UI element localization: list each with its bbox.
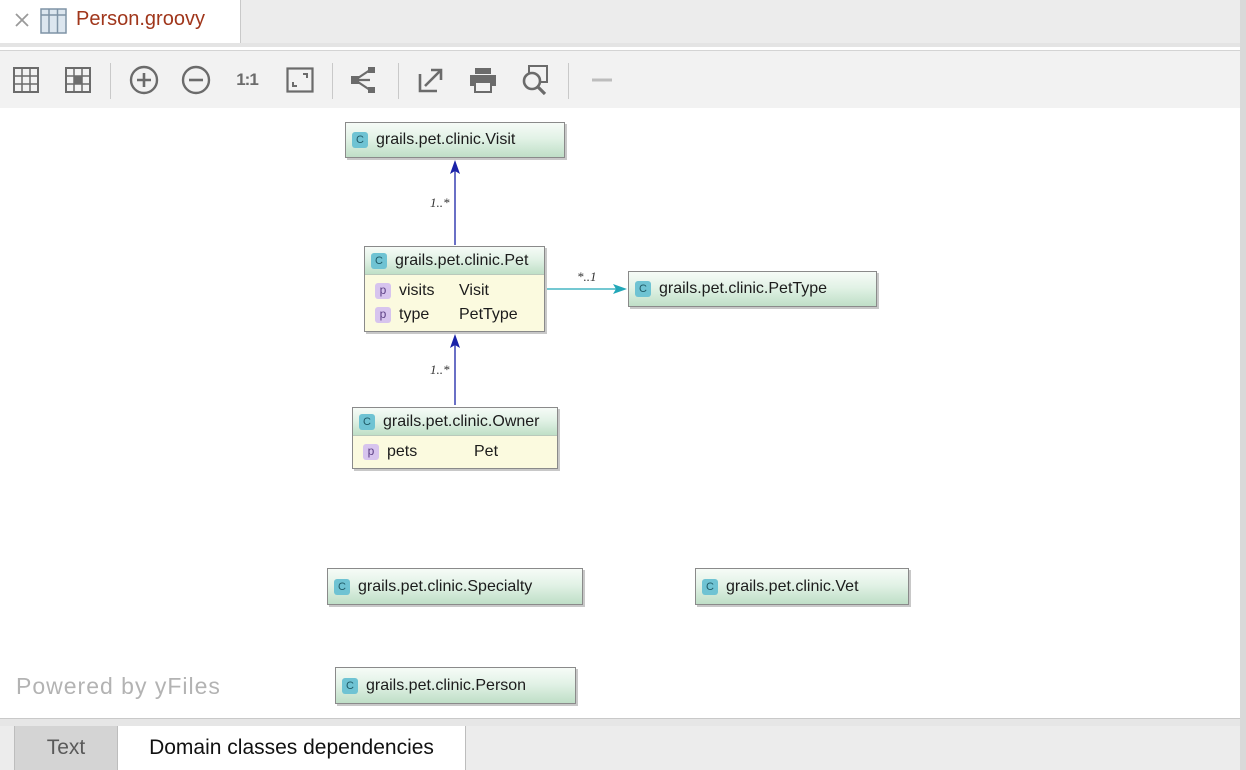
class-name: grails.pet.clinic.Specialty [358,577,533,595]
view-tabs: Text Domain classes dependencies [0,726,1240,770]
actual-size-label: 1:1 [236,70,259,89]
tab-domain-classes-dependencies[interactable]: Domain classes dependencies [118,726,466,770]
print-preview-button[interactable] [520,65,550,95]
collapse-button[interactable] [587,65,617,95]
class-node-pet[interactable]: C grails.pet.clinic.Pet p visits Visit p… [364,246,545,332]
class-node-pettype[interactable]: C grails.pet.clinic.PetType [628,271,877,307]
class-name: grails.pet.clinic.Pet [395,251,529,269]
export-button[interactable] [416,65,446,95]
bottom-divider [0,718,1240,726]
class-icon: C [334,578,350,595]
property-icon: p [363,444,379,460]
edge-owner-to-pet[interactable]: 1..* [430,334,460,405]
tab-text[interactable]: Text [14,726,118,770]
class-icon: C [702,578,718,595]
zoom-out-button[interactable] [181,65,211,95]
minus-icon [592,78,612,82]
multiplicity-label: 1..* [430,195,450,210]
property-name: type [399,306,430,323]
actual-size-button[interactable]: 1:1 [232,65,262,95]
class-name: grails.pet.clinic.Owner [383,412,540,430]
layout-button[interactable] [350,65,380,95]
class-node-header: C grails.pet.clinic.Person [336,668,575,703]
class-name: grails.pet.clinic.Visit [376,131,516,148]
window-edge [1240,0,1246,770]
toolbar-separator [332,63,333,99]
class-node-header: C grails.pet.clinic.Vet [696,569,908,604]
class-node-header: C grails.pet.clinic.Pet [365,247,544,275]
multiplicity-label: *..1 [577,269,597,284]
property-type: Visit [459,282,489,299]
property-name: visits [399,282,435,299]
class-node-header: C grails.pet.clinic.Specialty [328,569,582,604]
class-icon: C [371,252,387,269]
edge-pet-to-pettype[interactable]: *..1 [545,269,627,294]
class-node-header: C grails.pet.clinic.Visit [346,123,564,157]
close-icon[interactable] [12,10,32,30]
class-node-specialty[interactable]: C grails.pet.clinic.Specialty [327,568,583,605]
class-name: grails.pet.clinic.Person [366,676,527,694]
property-row-visits[interactable]: p visits Visit [365,279,544,303]
multiplicity-label: 1..* [430,362,450,377]
class-node-header: C grails.pet.clinic.PetType [629,272,876,306]
toolbar-separator [568,63,569,99]
class-icon: C [352,132,368,148]
snap-to-grid-button[interactable] [63,65,93,95]
property-icon: p [375,283,391,299]
class-node-vet[interactable]: C grails.pet.clinic.Vet [695,568,909,605]
editor-tab-person-groovy[interactable]: Person.groovy [0,0,241,43]
class-name: grails.pet.clinic.PetType [659,280,828,297]
print-preview-icon [522,65,548,95]
property-icon: p [375,307,391,323]
class-node-owner[interactable]: C grails.pet.clinic.Owner p pets Pet [352,407,558,469]
editor-tab-strip: Person.groovy [0,0,1240,44]
diagram-toolbar: 1:1 [0,50,1240,109]
edge-pet-to-visit[interactable]: 1..* [430,160,460,245]
export-icon [418,68,443,93]
class-icon: C [635,281,651,297]
property-type: Pet [474,443,499,460]
editor-tab-title: Person.groovy [76,8,205,30]
property-type: PetType [459,306,518,323]
table-file-icon [40,8,67,34]
class-node-header: C grails.pet.clinic.Owner [353,408,557,436]
fit-content-button[interactable] [285,65,315,95]
property-row-pets[interactable]: p pets Pet [353,440,557,464]
diagram-edges: 1..* *..1 1..* [430,160,627,405]
fit-content-icon [286,67,314,93]
print-icon [470,68,496,93]
zoom-in-icon [129,65,159,95]
diagram-canvas[interactable]: 1..* *..1 1..* C grails.pet.clinic.Visit… [0,108,1240,718]
yfiles-watermark: Powered by yFiles [16,673,221,699]
zoom-out-icon [181,65,211,95]
class-node-visit[interactable]: C grails.pet.clinic.Visit [345,122,565,158]
hierarchy-layout-icon [351,67,375,93]
snap-grid-icon [65,67,91,93]
zoom-in-button[interactable] [129,65,159,95]
tab-strip-divider [0,43,1240,47]
property-row-type[interactable]: p type PetType [365,303,544,327]
toolbar-separator [110,63,111,99]
grid-layout-button[interactable] [11,65,41,95]
class-name: grails.pet.clinic.Vet [726,577,859,595]
class-node-person[interactable]: C grails.pet.clinic.Person [335,667,576,704]
class-icon: C [342,677,358,694]
property-name: pets [387,443,418,460]
toolbar-separator [398,63,399,99]
print-button[interactable] [468,65,498,95]
grid-icon [13,67,39,93]
class-icon: C [359,413,375,430]
